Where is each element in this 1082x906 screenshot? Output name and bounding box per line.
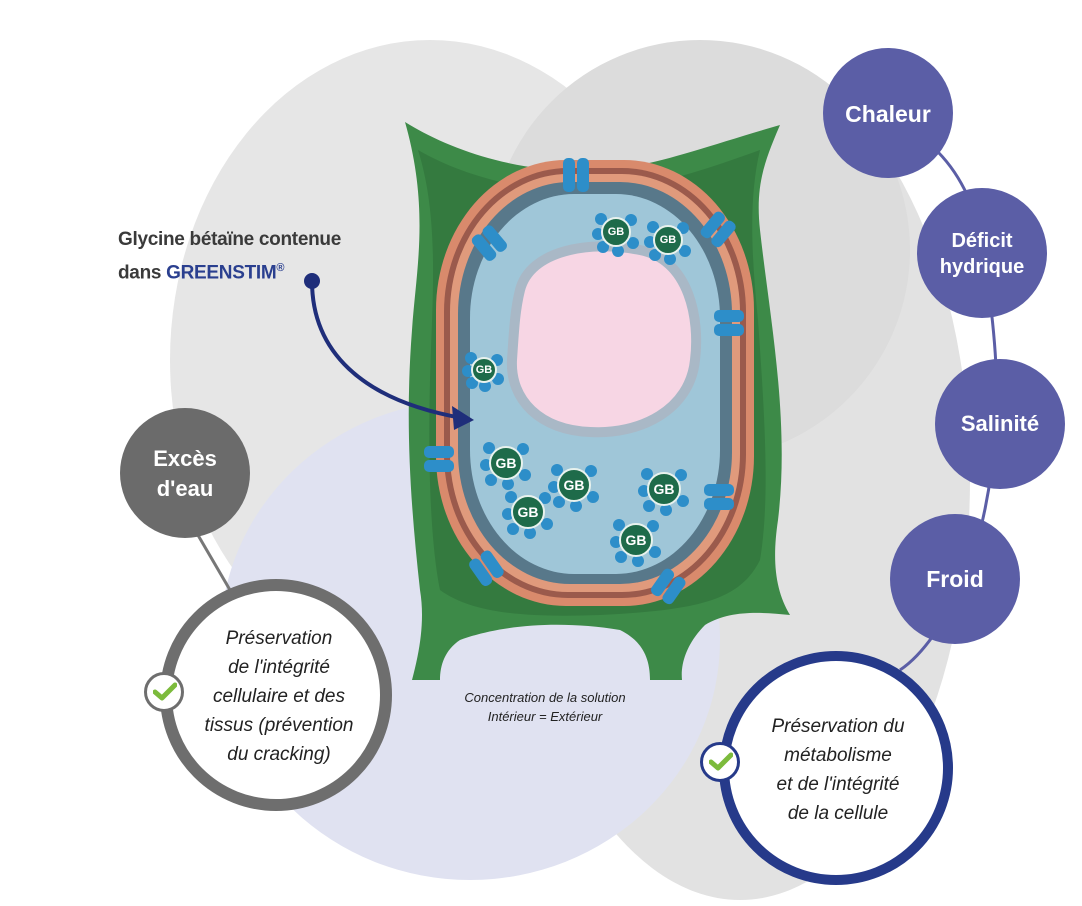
gb-label: GB <box>495 455 517 471</box>
channel-protein <box>469 550 504 587</box>
gb-label: GB <box>625 532 647 548</box>
annotation-label: Glycine bétaïne contenue dans GREENSTIM® <box>118 226 378 287</box>
label-salinite: Salinité <box>960 411 1040 436</box>
stress-circle-deficit-hydrique <box>917 188 1047 318</box>
label-exces-eau: Excès d'eau <box>120 444 250 504</box>
gb-label: GB <box>563 477 585 493</box>
gb-molecule: GB <box>589 205 643 259</box>
brand-name: GREENSTIM <box>166 262 277 284</box>
benefit-left-line: cellulaire et des <box>212 686 346 707</box>
benefit-left-line: de l'intégrité <box>228 657 330 678</box>
concentration-caption: Concentration de la solution Intérieur =… <box>420 688 670 726</box>
channel-protein <box>714 310 744 336</box>
stress-circle-salinite <box>935 359 1065 489</box>
vacuole <box>506 241 702 438</box>
annotation-line2: dans GREENSTIM® <box>118 254 378 287</box>
gb-label: GB <box>653 481 675 497</box>
gb-molecule: GB <box>477 434 535 492</box>
annotation-line1: Glycine bétaïne contenue <box>118 229 341 250</box>
channel-protein <box>704 484 734 510</box>
label-deficit-hydrique: Déficit hydrique <box>917 228 1047 280</box>
gb-label: GB <box>475 364 493 376</box>
gb-molecule: GB <box>607 511 665 569</box>
benefit-right-line: de la cellule <box>787 803 889 824</box>
label-chaleur: Chaleur <box>845 101 931 127</box>
label-froid: Froid <box>926 566 984 592</box>
channel-protein <box>424 446 454 472</box>
gb-label: GB <box>607 226 625 238</box>
benefit-text-left: Préservation de l'intégrité cellulaire e… <box>186 624 372 769</box>
benefit-right-line: Préservation du <box>771 716 905 737</box>
gb-molecule: GB <box>545 456 603 514</box>
caption-line1: Concentration de la solution <box>464 690 626 705</box>
exces-line1: Excès <box>153 446 217 471</box>
benefit-right-line: et de l'intégrité <box>776 774 900 795</box>
caption-line2: Intérieur = Extérieur <box>487 709 603 724</box>
benefit-right-line: métabolisme <box>784 745 892 766</box>
annotation-arrow <box>310 280 463 420</box>
stress-circle-exces-eau <box>120 408 250 538</box>
deficit-line2: hydrique <box>939 256 1025 278</box>
exces-line2: d'eau <box>156 476 214 501</box>
connector-line-left <box>193 529 232 591</box>
stress-circle-chaleur <box>823 48 953 178</box>
check-icon <box>144 672 184 712</box>
channel-protein <box>471 225 507 261</box>
check-icon <box>700 742 740 782</box>
gb-label: GB <box>517 504 539 520</box>
gb-molecule: GB <box>459 345 509 395</box>
gb-molecule: GB <box>635 460 693 518</box>
channel-protein <box>700 211 736 248</box>
channel-protein <box>650 568 686 605</box>
benefit-left-line: Préservation <box>225 628 333 649</box>
benefit-text-right: Préservation du métabolisme et de l'inté… <box>750 712 926 828</box>
gb-molecule: GB <box>641 213 695 267</box>
gb-label: GB <box>659 234 677 246</box>
annotation-arrowhead <box>452 406 474 430</box>
benefit-left-line: du cracking) <box>227 744 331 765</box>
gb-molecule: GB <box>499 483 557 541</box>
registered-mark: ® <box>276 262 285 274</box>
deficit-line1: Déficit <box>951 230 1013 252</box>
benefit-left-line: tissus (prévention <box>204 715 354 736</box>
stress-circle-froid <box>890 514 1020 644</box>
annotation-prefix: dans <box>118 262 162 284</box>
channel-protein <box>563 158 589 192</box>
